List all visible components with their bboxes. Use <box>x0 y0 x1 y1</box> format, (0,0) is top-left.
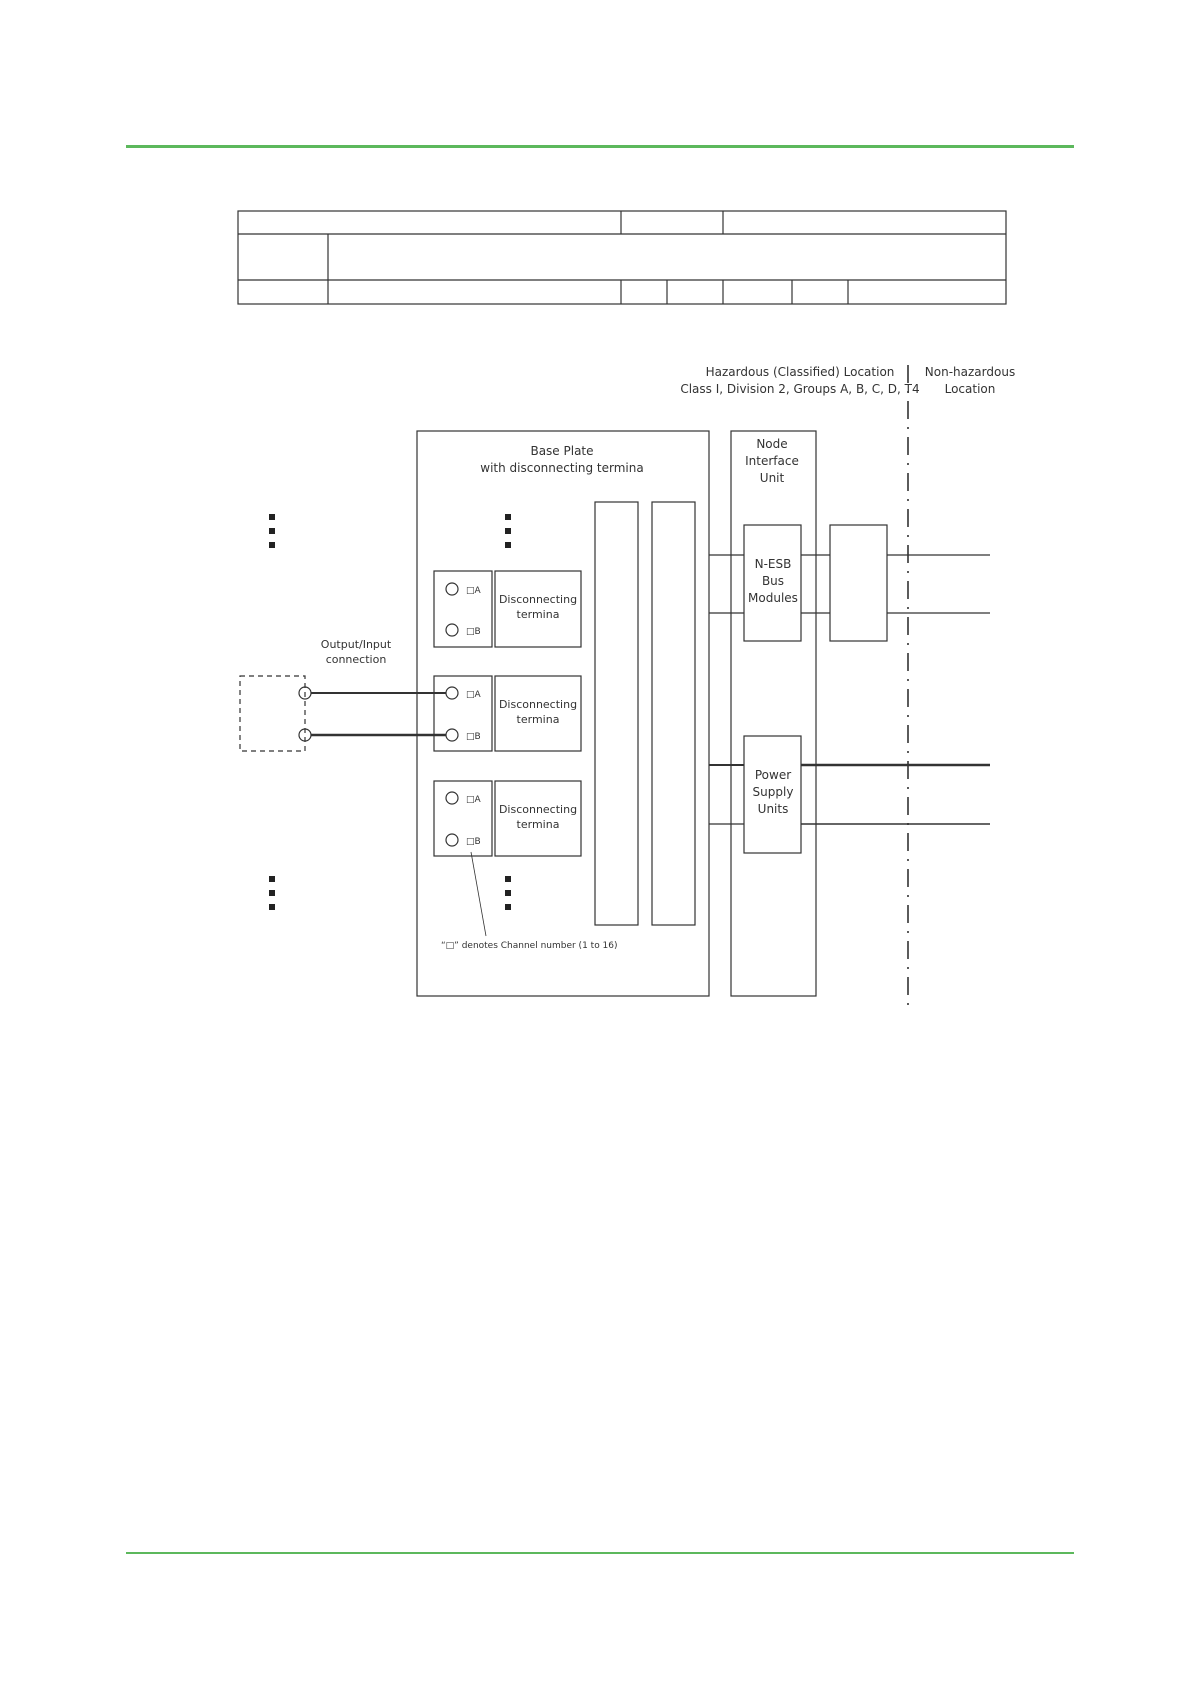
power-supply-label-3: Units <box>758 802 789 816</box>
bus-bar-2 <box>651 501 696 926</box>
nesb-module-box <box>743 524 802 642</box>
field-device-box <box>239 675 306 752</box>
base-plate-label-2: with disconnecting termina <box>480 461 643 475</box>
nesb-label-3: Modules <box>748 591 798 605</box>
power-supply-label-1: Power <box>755 768 791 782</box>
nesb-label-2: Bus <box>762 574 784 588</box>
outside-module-box <box>829 524 888 642</box>
disconnect-label-1b: termina <box>517 608 560 621</box>
hazardous-label-2: Class I, Division 2, Groups A, B, C, D, … <box>680 382 919 396</box>
nonhazardous-label-1: Non-hazardous <box>925 365 1015 379</box>
disconnect-label-3a: Disconnecting <box>499 803 577 816</box>
terminal-b-1: □B <box>466 627 481 637</box>
terminal-b-3: □B <box>466 837 481 847</box>
disconnect-label-1a: Disconnecting <box>499 593 577 606</box>
nonhazardous-label-2: Location <box>945 382 996 396</box>
disconnect-label-2a: Disconnecting <box>499 698 577 711</box>
terminal-a-2: □A <box>466 690 482 700</box>
node-interface-label-1: Node <box>756 437 787 451</box>
terminal-block-3 <box>433 780 582 857</box>
node-interface-box <box>730 430 817 997</box>
disconnect-label-3b: termina <box>517 818 560 831</box>
base-plate-label-1: Base Plate <box>530 444 593 458</box>
base-plate-box <box>416 430 710 997</box>
terminal-b-2: □B <box>466 732 481 742</box>
output-input-label-2: connection <box>326 653 387 666</box>
disconnect-label-2b: termina <box>517 713 560 726</box>
channel-footnote: “□” denotes Channel number (1 to 16) <box>441 941 618 951</box>
ellipsis-dots <box>269 514 511 910</box>
top-rule <box>126 145 1074 148</box>
node-interface-label-2: Interface <box>745 454 799 468</box>
terminal-a-3: □A <box>466 795 482 805</box>
power-supply-label-2: Supply <box>753 785 794 799</box>
node-interface-label-3: Unit <box>760 471 785 485</box>
bus-bar-1 <box>594 501 639 926</box>
hazardous-label-1: Hazardous (Classified) Location <box>706 365 895 379</box>
power-supply-box <box>743 735 802 854</box>
nesb-label-1: N-ESB <box>755 557 792 571</box>
terminal-block-1 <box>433 570 582 648</box>
header-table <box>237 210 1007 305</box>
bottom-rule <box>126 1552 1074 1554</box>
output-input-label-1: Output/Input <box>321 638 392 651</box>
terminal-a-1: □A <box>466 586 482 596</box>
